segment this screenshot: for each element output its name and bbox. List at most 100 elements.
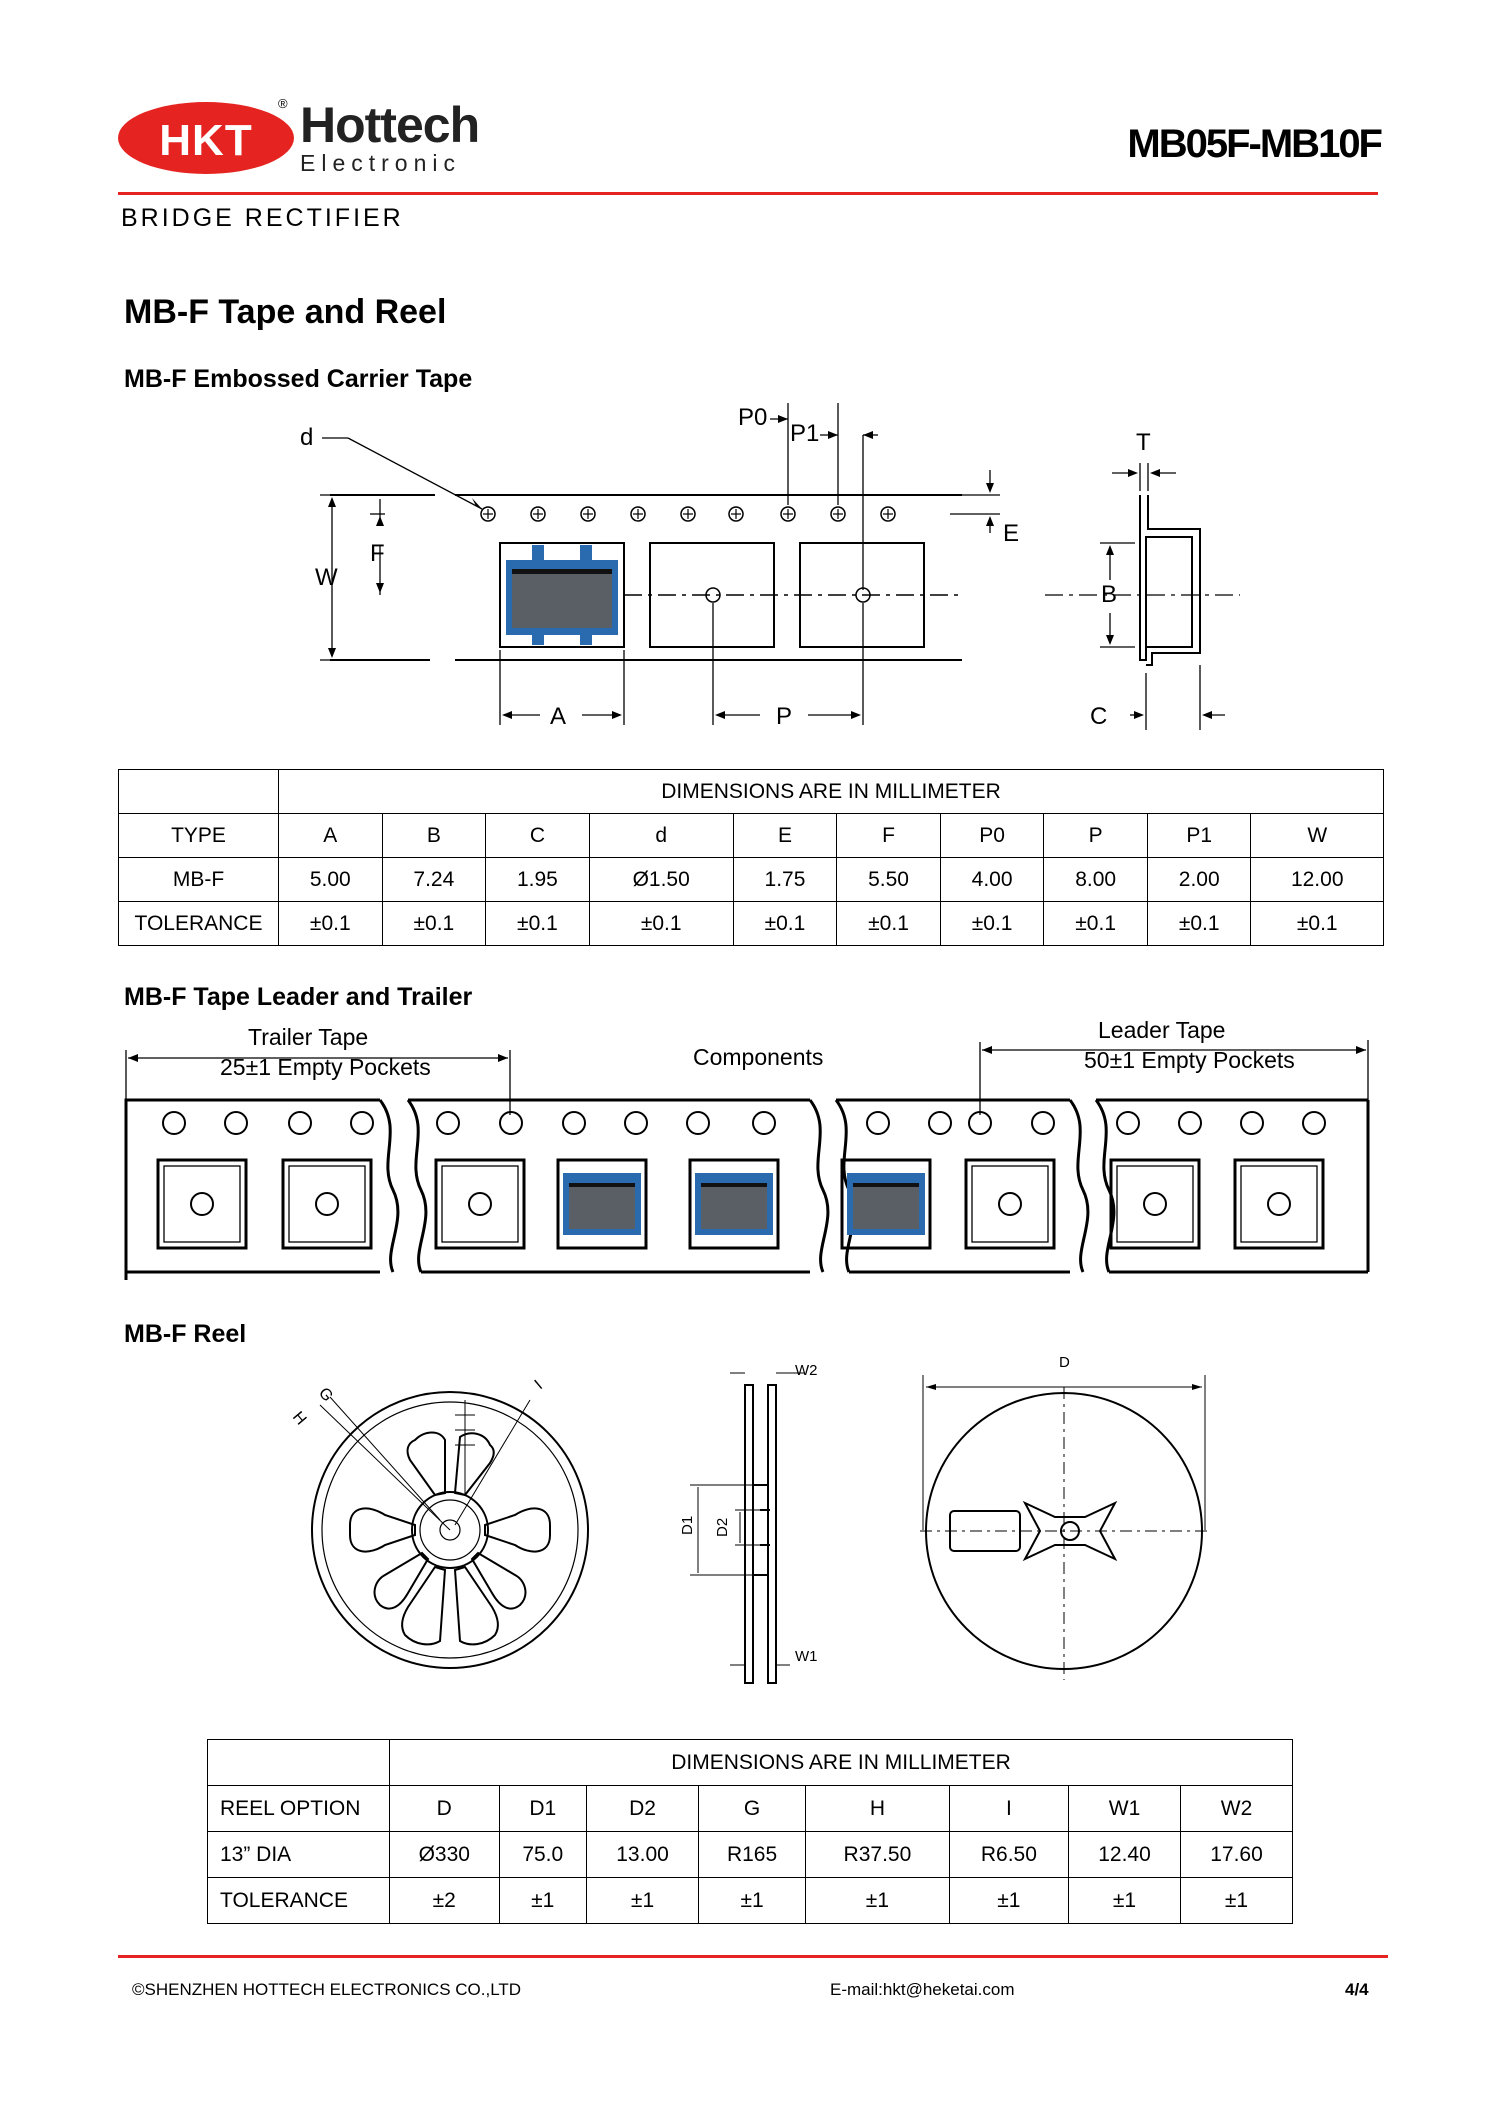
- header-cell: P0: [939, 813, 1045, 858]
- leader-trailer-diagram: Trailer Tape 25±1 Empty Pockets Componen…: [124, 1017, 1370, 1280]
- label-i: I: [532, 1377, 546, 1393]
- label-a: A: [550, 703, 566, 730]
- leader-tape-label: Leader Tape: [1098, 1017, 1225, 1043]
- header-cell: D1: [498, 1785, 588, 1832]
- logo-mark: HKT: [118, 102, 294, 174]
- footer-rule: [118, 1955, 1388, 1958]
- logo-mark-text: HKT: [159, 116, 253, 165]
- table-cell: 5.00: [278, 857, 383, 902]
- table-cell: 8.00: [1043, 857, 1148, 902]
- table-cell: 12.00: [1250, 857, 1384, 902]
- table-cell: ±0.1: [732, 901, 838, 946]
- header-cell: C: [485, 813, 590, 858]
- label-p1: P1: [790, 420, 819, 447]
- footer-copyright: ©SHENZHEN HOTTECH ELECTRONICS CO.,LTD: [132, 1980, 522, 1999]
- page-number: 4/4: [1345, 1980, 1369, 1999]
- company-subname: Electronic: [300, 150, 461, 176]
- header-cell: REEL OPTION: [207, 1785, 390, 1832]
- header-cell: W2: [1180, 1785, 1293, 1832]
- table-cell: 12.40: [1068, 1831, 1181, 1878]
- table-corner: [207, 1739, 390, 1786]
- label-c: C: [1090, 703, 1107, 730]
- table-cell: 2.00: [1146, 857, 1252, 902]
- label-d2: D2: [714, 1518, 731, 1537]
- table-cell: ±1: [1068, 1877, 1181, 1924]
- header-cell: W: [1250, 813, 1384, 858]
- table-cell: TOLERANCE: [207, 1877, 390, 1924]
- table-cell: 7.24: [381, 857, 487, 902]
- table-header-row: REEL OPTION D D1 D2 G H I W1 W2: [207, 1785, 1293, 1832]
- carrier-tape-heading: MB-F Embossed Carrier Tape: [124, 365, 473, 393]
- tape-dimensions-table: DIMENSIONS ARE IN MILLIMETER TYPE A B C …: [118, 769, 1384, 946]
- table-cell: ±1: [498, 1877, 588, 1924]
- table-cell: R37.50: [805, 1831, 950, 1878]
- table-corner: [118, 769, 279, 814]
- part-range-title: MB05F-MB10F: [1127, 122, 1383, 166]
- leader-trailer-heading: MB-F Tape Leader and Trailer: [124, 983, 473, 1011]
- label-g: G: [315, 1385, 336, 1405]
- table-row: 13” DIA Ø330 75.0 13.00 R165 R37.50 R6.5…: [207, 1831, 1293, 1878]
- table-cell: R165: [698, 1831, 807, 1878]
- footer-email: E-mail:hkt@heketai.com: [830, 1980, 1015, 1999]
- label-d: D: [1059, 1354, 1070, 1371]
- table-caption: DIMENSIONS ARE IN MILLIMETER: [389, 1739, 1293, 1786]
- table-cell: ±0.1: [381, 901, 487, 946]
- carrier-tape-diagram: d P0 P1 T E W F B A P C: [300, 403, 1240, 730]
- table-row: MB-F 5.00 7.24 1.95 Ø1.50 1.75 5.50 4.00…: [118, 857, 1384, 902]
- label-d1: D1: [679, 1516, 696, 1535]
- table-cell: ±0.1: [1250, 901, 1384, 946]
- reel-diagram: G H I W2 W1 D1 D2: [290, 1354, 1208, 1684]
- label-d: d: [300, 424, 313, 451]
- header-cell: B: [381, 813, 487, 858]
- components-label: Components: [693, 1044, 823, 1070]
- table-cell: R6.50: [948, 1831, 1070, 1878]
- leader-count-label: 50±1 Empty Pockets: [1084, 1047, 1295, 1073]
- header-cell: W1: [1068, 1785, 1181, 1832]
- label-b: B: [1101, 581, 1117, 608]
- table-cell: 13” DIA: [207, 1831, 390, 1878]
- table-cell: 13.00: [586, 1831, 700, 1878]
- reel-dimensions-table: DIMENSIONS ARE IN MILLIMETER REEL OPTION…: [207, 1739, 1293, 1924]
- table-cell: ±0.1: [485, 901, 590, 946]
- header-cell: A: [278, 813, 383, 858]
- header-cell: D: [389, 1785, 500, 1832]
- table-cell: TOLERANCE: [118, 901, 279, 946]
- document-subtitle: BRIDGE RECTIFIER: [121, 204, 404, 232]
- header-cell: TYPE: [118, 813, 279, 858]
- header-cell: E: [732, 813, 838, 858]
- table-cell: Ø330: [389, 1831, 500, 1878]
- table-cell: ±0.1: [278, 901, 383, 946]
- table-cell: 5.50: [836, 857, 941, 902]
- label-h: H: [290, 1409, 309, 1429]
- header-cell: H: [805, 1785, 950, 1832]
- table-cell: 4.00: [939, 857, 1045, 902]
- label-p: P: [776, 703, 792, 730]
- label-w: W: [315, 564, 338, 591]
- label-t: T: [1136, 429, 1151, 456]
- table-caption: DIMENSIONS ARE IN MILLIMETER: [278, 769, 1384, 814]
- table-cell: ±1: [586, 1877, 700, 1924]
- header-cell: F: [836, 813, 941, 858]
- header-cell: P1: [1146, 813, 1252, 858]
- header-cell: D2: [586, 1785, 700, 1832]
- table-cell: ±1: [698, 1877, 807, 1924]
- table-cell: ±0.1: [1146, 901, 1252, 946]
- table-cell: 1.95: [485, 857, 590, 902]
- registered-mark: ®: [278, 96, 288, 111]
- label-f: F: [370, 540, 385, 567]
- table-cell: ±1: [805, 1877, 950, 1924]
- label-p0: P0: [738, 404, 767, 431]
- header-rule: [118, 192, 1378, 195]
- table-cell: ±0.1: [836, 901, 941, 946]
- label-e: E: [1003, 520, 1019, 547]
- table-cell: ±0.1: [939, 901, 1045, 946]
- table-cell: ±1: [1180, 1877, 1293, 1924]
- table-row: TOLERANCE ±0.1 ±0.1 ±0.1 ±0.1 ±0.1 ±0.1 …: [118, 901, 1384, 946]
- header-cell: I: [948, 1785, 1070, 1832]
- table-row: TOLERANCE ±2 ±1 ±1 ±1 ±1 ±1 ±1 ±1: [207, 1877, 1293, 1924]
- label-w2: W2: [795, 1362, 818, 1379]
- table-header-row: TYPE A B C d E F P0 P P1 W: [118, 813, 1384, 858]
- company-name: Hottech: [300, 97, 480, 153]
- reel-heading: MB-F Reel: [124, 1320, 247, 1348]
- trailer-tape-label: Trailer Tape: [248, 1024, 368, 1050]
